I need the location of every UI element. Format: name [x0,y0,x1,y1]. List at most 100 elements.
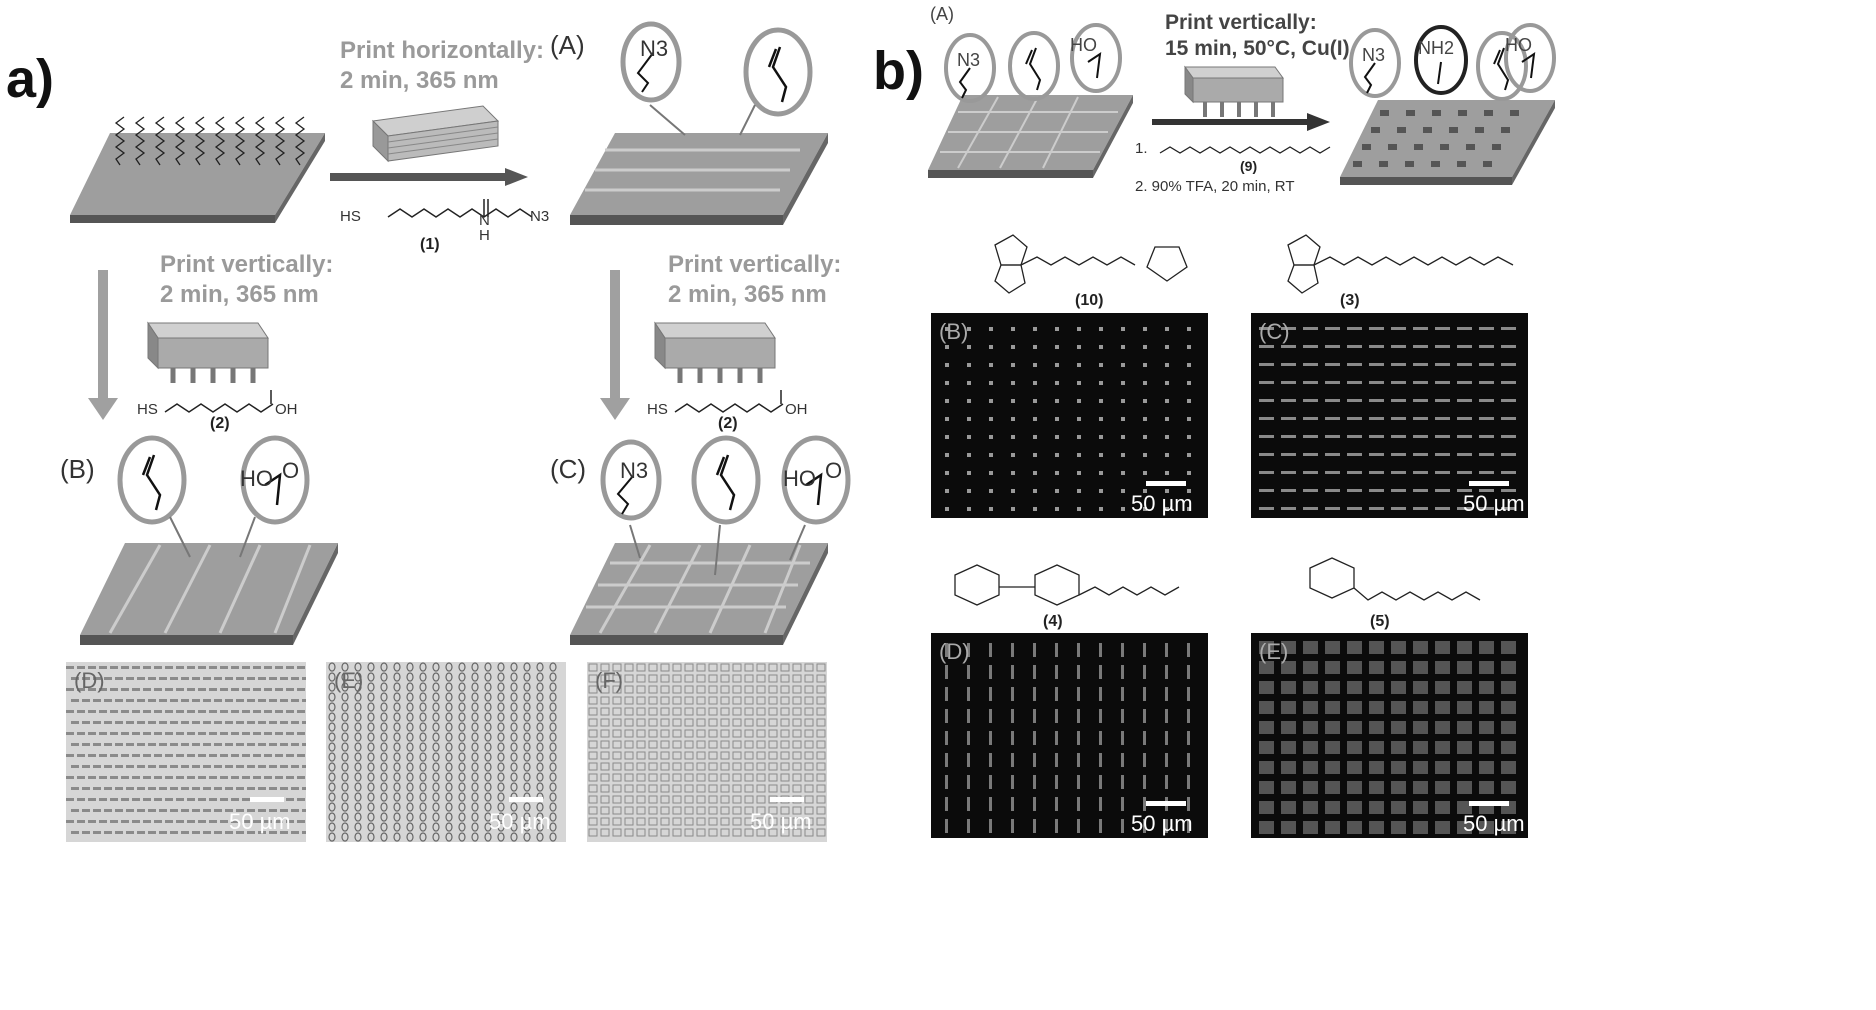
pattern-feature [176,820,184,823]
b-micrograph-E-scalebar [1469,801,1509,806]
pattern-feature [1011,797,1014,811]
pattern-feature [989,489,993,493]
pattern-feature [302,787,306,790]
pattern-feature [71,721,79,724]
pattern-feature [367,662,375,672]
pattern-feature [1369,345,1384,348]
pattern-feature [247,765,255,768]
pattern-feature [768,828,778,837]
pattern-feature [93,721,101,724]
pattern-feature [445,822,453,832]
panel-b-letter: b) [873,41,924,101]
pattern-feature [660,663,670,672]
pattern-feature [1457,761,1472,774]
pattern-feature [99,710,107,713]
pattern-feature [1099,687,1102,701]
pattern-feature [148,765,156,768]
pattern-feature [214,831,222,834]
pattern-feature [110,776,118,779]
pattern-feature [198,710,206,713]
pattern-feature [297,666,305,669]
panel-a-letter: a) [6,49,55,109]
pattern-feature [1121,381,1125,385]
pattern-feature [445,812,453,822]
pattern-feature [1259,381,1274,384]
pattern-feature [612,674,622,683]
pattern-feature [419,762,427,772]
pattern-feature [732,685,742,694]
pattern-feature [445,742,453,752]
pattern-feature [1391,661,1406,674]
pattern-feature [1413,489,1428,492]
b-acid-final-HO: HO [1505,35,1532,55]
b-micrograph-B: (B) 50 µm [931,313,1208,518]
pattern-feature [1143,381,1147,385]
pattern-feature [66,710,74,713]
pattern-feature [143,710,151,713]
pattern-feature [756,696,766,705]
pattern-feature [1143,399,1147,403]
pattern-feature [354,662,362,672]
pattern-feature [1413,435,1428,438]
pattern-feature [1413,741,1428,754]
pattern-feature [708,773,718,782]
pattern-feature [756,773,766,782]
pattern-feature [624,806,634,815]
pattern-feature [1143,819,1146,833]
b-azide-label: N3 [957,50,981,70]
pattern-feature [242,666,250,669]
pattern-feature [1055,435,1059,439]
pattern-feature [1099,731,1102,745]
pattern-feature [406,792,414,802]
pattern-feature [684,795,694,804]
pattern-feature [756,707,766,716]
pattern-feature [176,710,184,713]
pattern-feature [600,817,610,826]
pattern-feature [291,699,299,702]
pattern-feature [768,773,778,782]
pattern-feature [419,732,427,742]
pattern-feature [600,784,610,793]
pattern-feature [967,345,971,349]
pattern-feature [104,787,112,790]
pattern-feature [258,721,266,724]
vertical-stamp-left [147,321,269,383]
pattern-feature [756,663,766,672]
compound-5-structure [1309,557,1481,601]
pattern-feature [286,732,294,735]
pattern-feature [1325,435,1340,438]
pattern-feature [816,817,826,826]
pattern-feature [328,732,336,742]
pattern-feature [1187,687,1190,701]
alkene-brush [254,116,266,166]
pattern-feature [510,662,518,672]
pattern-feature [354,742,362,752]
pattern-feature [275,688,283,691]
pattern-feature [209,710,217,713]
pattern-feature [780,696,790,705]
pattern-feature [328,812,336,822]
pattern-feature [1303,489,1318,492]
pattern-feature [612,707,622,716]
pattern-feature [1055,753,1058,767]
pattern-feature [696,751,706,760]
pattern-feature [1281,641,1296,654]
pattern-feature [1011,381,1015,385]
pattern-feature [354,722,362,732]
micrograph-F-label: (F) [595,668,624,693]
pattern-feature [104,699,112,702]
pattern-feature [1501,417,1516,420]
pattern-feature [1011,665,1014,679]
pattern-feature [720,817,730,826]
pattern-feature [624,762,634,771]
pattern-feature [497,722,505,732]
pattern-feature [121,710,129,713]
pattern-feature [253,688,261,691]
pattern-feature [484,812,492,822]
pattern-feature [696,707,706,716]
pattern-feature [1347,821,1362,834]
b-arrow-main [1152,113,1330,131]
pattern-feature [367,792,375,802]
pattern-feature [419,722,427,732]
pattern-feature [780,718,790,727]
